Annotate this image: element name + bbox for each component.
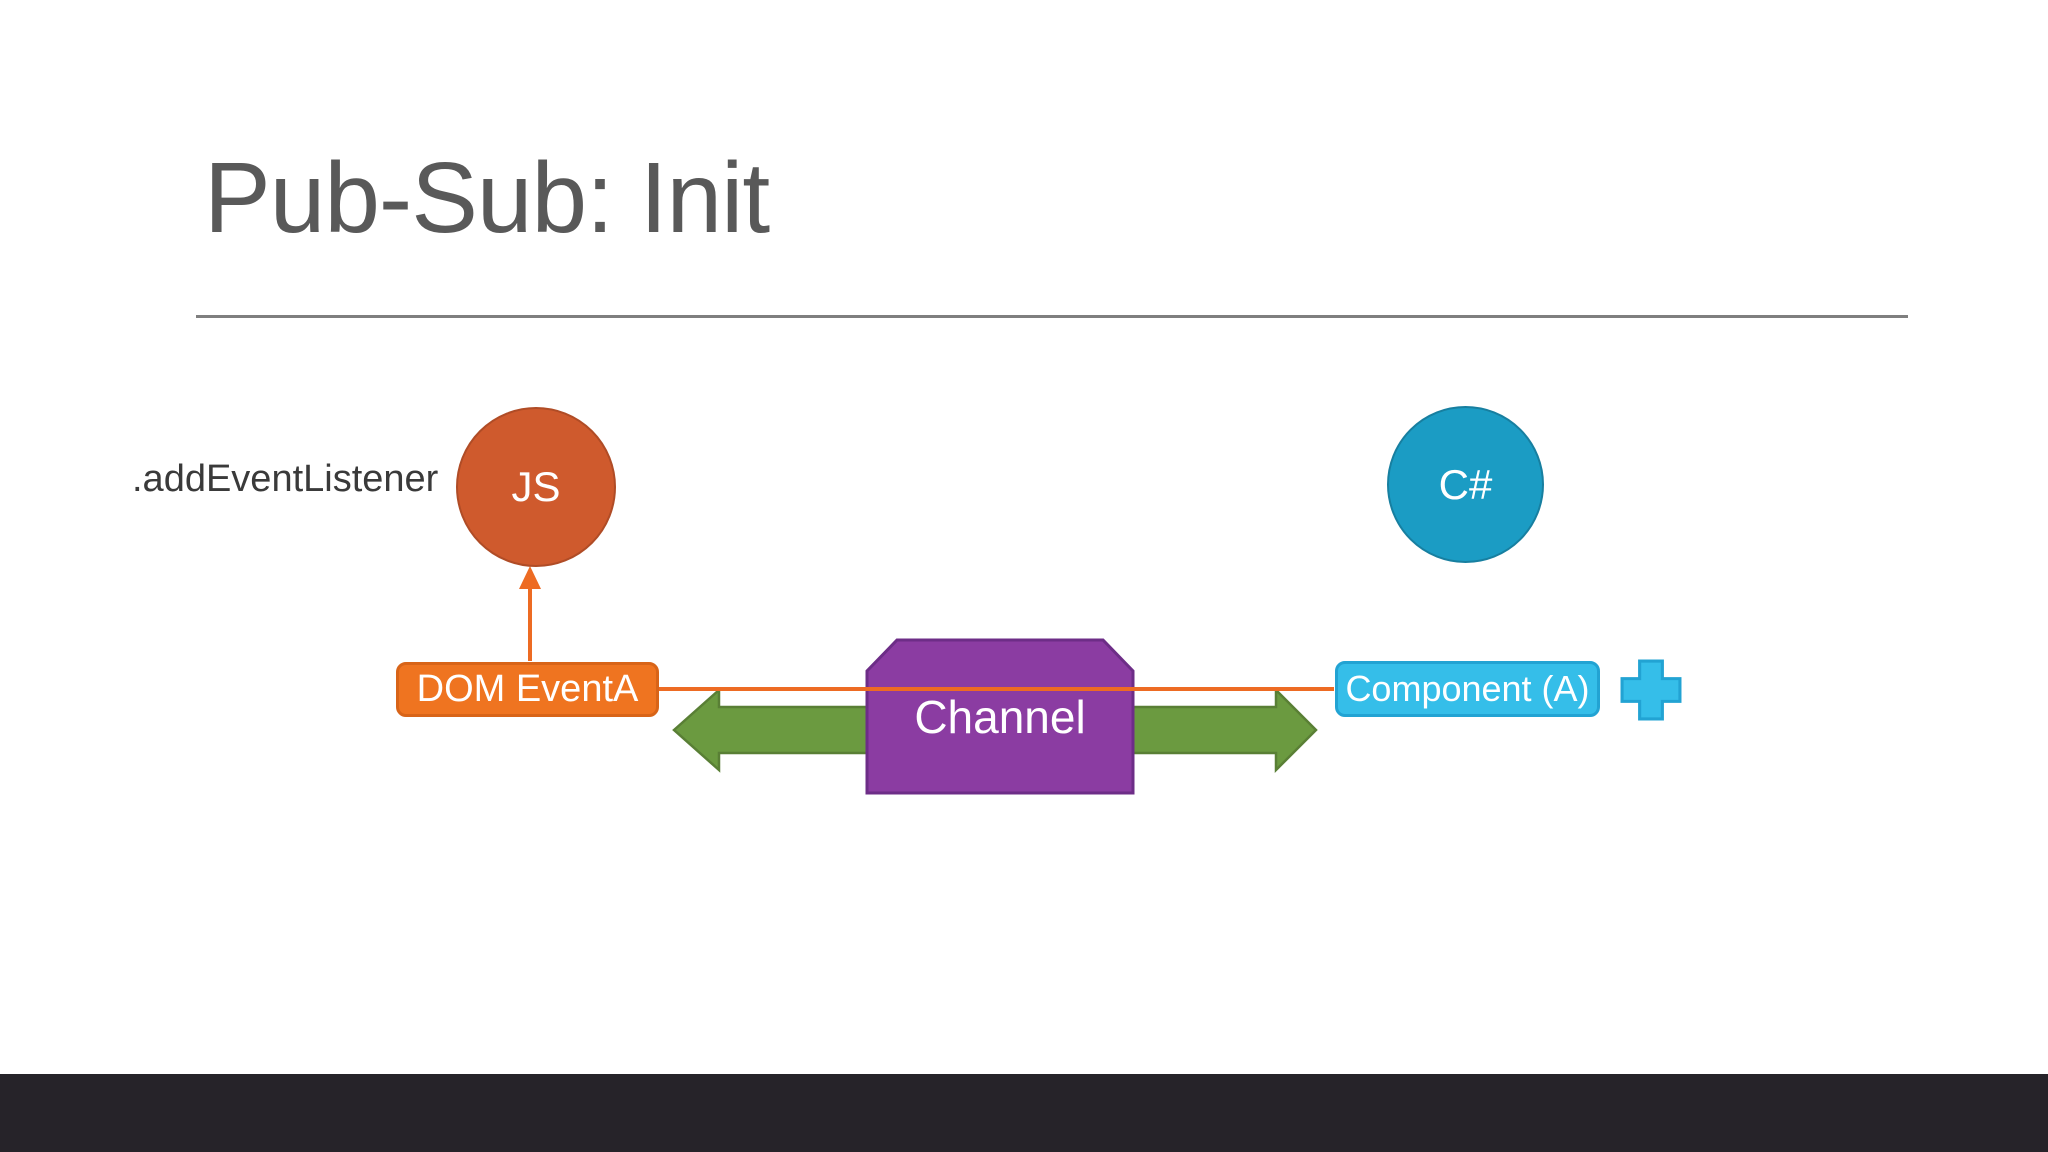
dom-event-box: DOM EventA <box>396 662 659 717</box>
component-a-label: Component (A) <box>1345 668 1590 709</box>
csharp-node: C# <box>1387 406 1544 563</box>
up-arrowhead-icon <box>519 566 541 589</box>
channel-label: Channel <box>914 690 1086 743</box>
js-node: JS <box>456 407 616 567</box>
component-a-box: Component (A) <box>1335 661 1600 717</box>
js-node-label: JS <box>511 463 561 510</box>
slide-title: Pub-Sub: Init <box>204 142 770 254</box>
footer-bar <box>0 1074 2048 1152</box>
csharp-node-label: C# <box>1438 460 1493 508</box>
plus-icon-shape <box>1620 659 1682 721</box>
channel-shape <box>865 638 1135 795</box>
plus-icon <box>1620 659 1682 721</box>
title-divider-rule <box>196 315 1908 318</box>
add-event-listener-label: .addEventListener <box>132 458 439 500</box>
dom-event-label: DOM EventA <box>416 668 639 710</box>
